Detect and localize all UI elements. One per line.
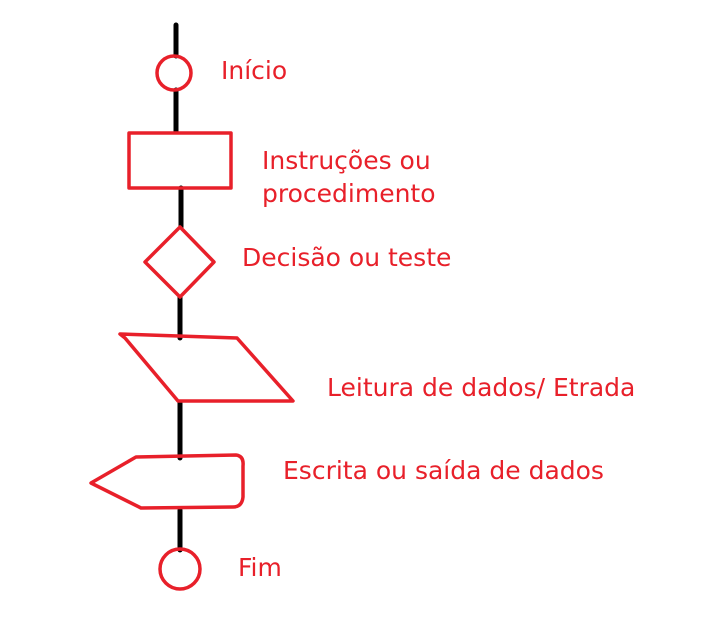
label-instrucoes-line-2: procedimento: [262, 178, 436, 208]
label-inicio: Início: [221, 56, 288, 85]
output-display-shape: [89, 453, 245, 510]
label-fim: Fim: [238, 553, 282, 582]
start-terminal-circle: [155, 54, 193, 92]
input-parallelogram: [118, 332, 295, 403]
connector-lines: [173, 22, 184, 553]
decision-diamond: [143, 225, 216, 299]
label-instrucoes-line-1: Instruções ou: [262, 146, 431, 175]
label-decisao: Decisão ou teste: [242, 243, 452, 272]
label-instrucoes: Instruções ou procedimento: [262, 145, 436, 210]
end-terminal-circle: [158, 547, 202, 591]
process-rectangle: [127, 131, 233, 190]
label-escrita: Escrita ou saída de dados: [283, 456, 604, 485]
label-leitura: Leitura de dados/ Etrada: [327, 373, 636, 402]
